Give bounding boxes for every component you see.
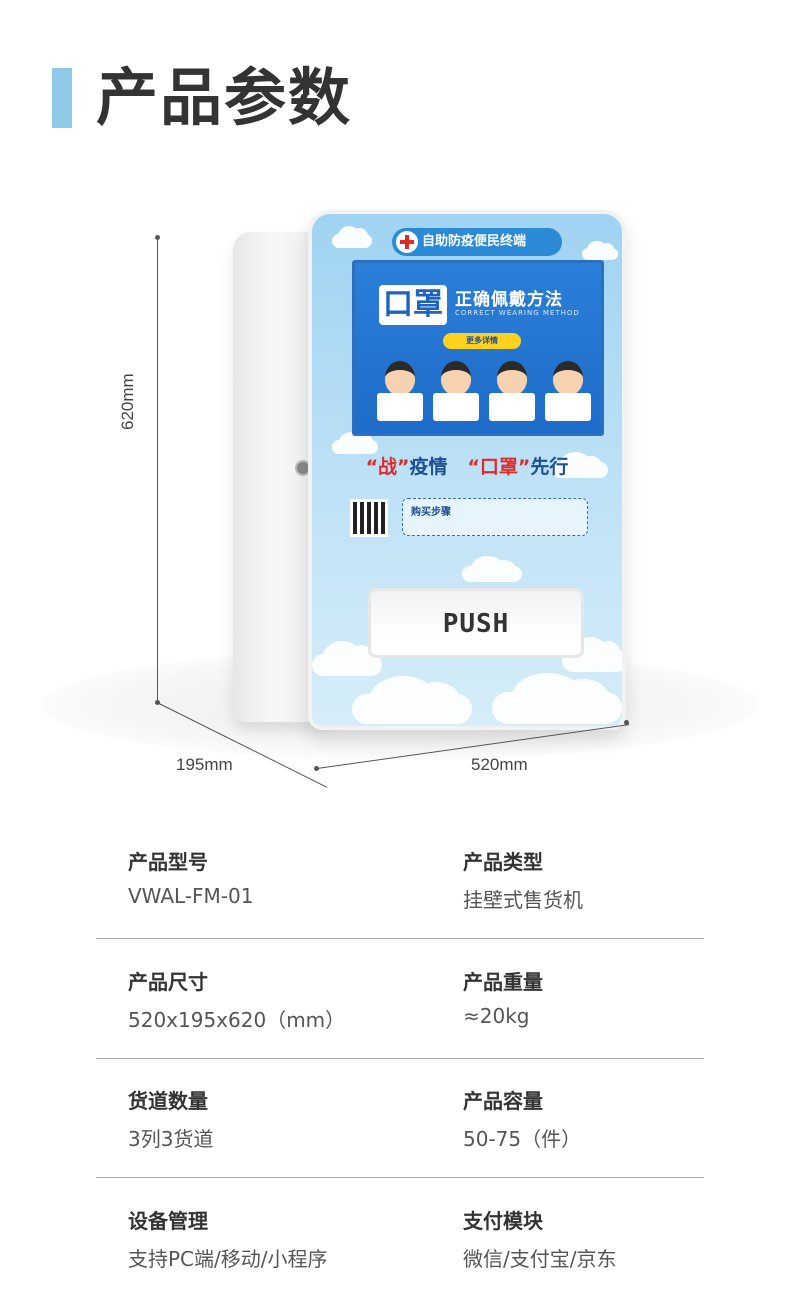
depth-label: 195mm xyxy=(176,755,233,774)
person-icon xyxy=(385,361,415,395)
spec-value: 50-75（件） xyxy=(463,1127,582,1151)
spec-row: 产品型号 VWAL-FM-01 产品类型 挂壁式售货机 xyxy=(96,818,704,939)
purchase-steps: 购买步骤 xyxy=(402,498,588,536)
page-title: 产品参数 xyxy=(96,61,353,134)
spec-row: 设备管理 支持PC端/移动/小程序 支付模块 微信/支付宝/京东 xyxy=(96,1177,704,1297)
push-door: PUSH xyxy=(368,588,584,658)
spec-value: 3列3货道 xyxy=(128,1127,214,1151)
cloud-icon xyxy=(492,672,622,724)
height-dimension-line xyxy=(157,237,158,702)
person-icon xyxy=(441,361,471,395)
spec-row: 产品尺寸 520x195x620（mm） 产品重量 ≈20kg xyxy=(96,938,704,1059)
qr-code-icon xyxy=(350,499,388,537)
display-screen: 口罩 正确佩戴方法 CORRECT WEARING METHOD 更多详情 xyxy=(352,260,604,436)
product-illustration: 自助防疫便民终端 口罩 正确佩戴方法 CORRECT WEARING METHO… xyxy=(0,180,800,800)
width-label: 520mm xyxy=(471,755,528,774)
step-card xyxy=(545,393,591,421)
height-label: 620mm xyxy=(118,373,137,430)
dimension-dot xyxy=(314,766,319,771)
spec-label: 支付模块 xyxy=(463,1209,543,1233)
step-card xyxy=(433,393,479,421)
slogan-left-highlight: “战” xyxy=(365,456,410,478)
cloud-icon xyxy=(582,240,618,260)
spec-row: 货道数量 3列3货道 产品容量 50-75（件） xyxy=(96,1057,704,1178)
person-icon xyxy=(553,361,583,395)
cloud-icon xyxy=(462,556,522,582)
screen-title-big: 口罩 xyxy=(379,285,447,325)
spec-value: 520x195x620（mm） xyxy=(128,1008,346,1032)
cabinet-front-panel: 自助防疫便民终端 口罩 正确佩戴方法 CORRECT WEARING METHO… xyxy=(308,210,626,730)
cloud-icon xyxy=(352,676,472,724)
slogan-right-text: 先行 xyxy=(530,456,569,478)
cloud-icon xyxy=(332,431,378,454)
red-cross-icon xyxy=(396,231,418,253)
title-accent-bar xyxy=(52,68,72,128)
dimension-dot xyxy=(624,720,629,725)
person-icon xyxy=(497,361,527,395)
slogan-left-text: 疫情 xyxy=(409,456,448,478)
terminal-banner: 自助防疫便民终端 xyxy=(392,228,562,256)
slogan-right-highlight: “口罩” xyxy=(467,456,531,478)
spec-label: 产品类型 xyxy=(463,850,543,874)
spec-label: 产品尺寸 xyxy=(128,970,208,994)
cloud-icon xyxy=(312,640,382,676)
spec-label: 货道数量 xyxy=(128,1089,208,1113)
cloud-icon xyxy=(552,452,608,478)
screen-subtitle: 正确佩戴方法 xyxy=(455,290,563,310)
step-card xyxy=(489,393,535,421)
screen-english: CORRECT WEARING METHOD xyxy=(455,309,580,317)
spec-label: 产品型号 xyxy=(128,850,208,874)
spec-value: 支持PC端/移动/小程序 xyxy=(128,1247,328,1271)
spec-value: VWAL-FM-01 xyxy=(128,884,254,908)
spec-value: 微信/支付宝/京东 xyxy=(463,1247,617,1271)
spec-label: 产品容量 xyxy=(463,1089,543,1113)
cloud-icon xyxy=(332,225,372,248)
dimension-dot xyxy=(155,235,160,240)
push-label: PUSH xyxy=(442,609,510,639)
spec-label: 产品重量 xyxy=(463,970,543,994)
spec-label: 设备管理 xyxy=(128,1209,208,1233)
purchase-steps-label: 购买步骤 xyxy=(411,507,451,518)
slogan: “战”疫情 “口罩”先行 xyxy=(332,452,602,479)
spec-value: 挂壁式售货机 xyxy=(463,888,583,912)
step-card xyxy=(377,393,423,421)
cloud-icon xyxy=(562,636,622,672)
more-details-button: 更多详情 xyxy=(443,333,521,349)
spec-value: ≈20kg xyxy=(463,1004,530,1028)
